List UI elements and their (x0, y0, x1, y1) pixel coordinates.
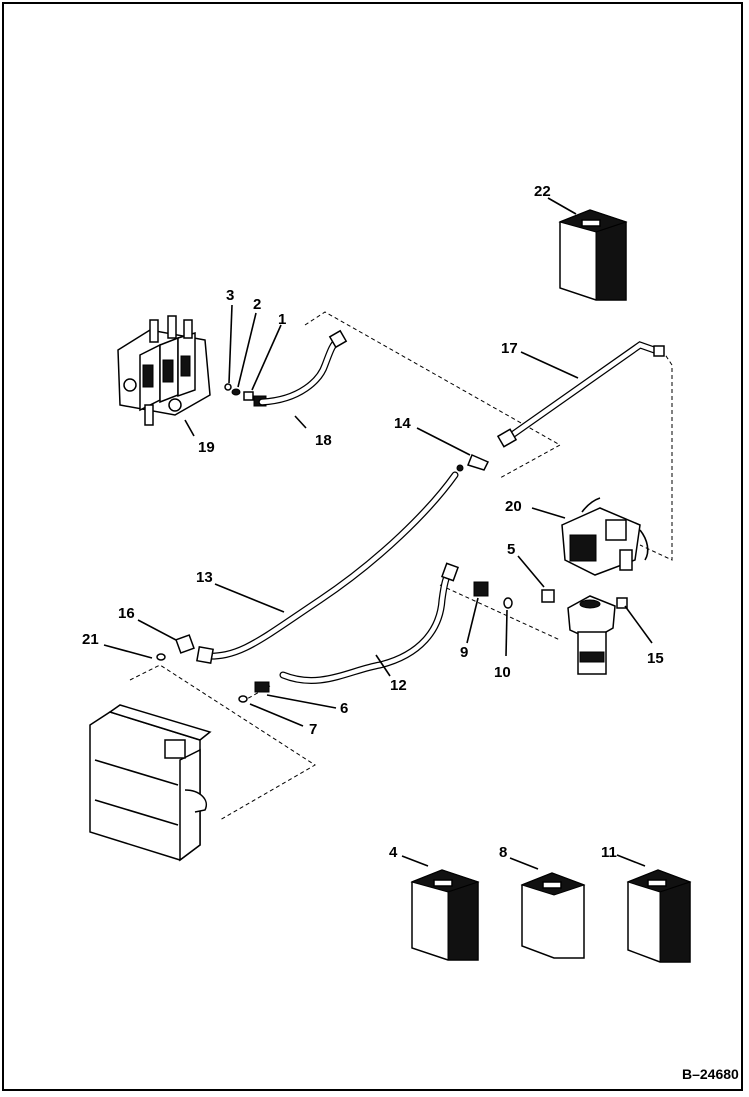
callout-8: 8 (499, 844, 507, 861)
callout-4: 4 (389, 844, 398, 861)
hose-12 (279, 562, 459, 684)
callout-13: 13 (196, 569, 213, 586)
hose-13 (196, 471, 459, 664)
callout-14: 14 (394, 415, 411, 432)
callout-22: 22 (534, 183, 551, 200)
callout-15: 15 (647, 650, 664, 667)
callout-5: 5 (507, 541, 515, 558)
tube-17 (496, 341, 665, 448)
filter-fittings (473, 581, 628, 609)
callout-labels: 1 2 3 4 5 6 7 8 9 10 11 12 13 14 15 16 1… (82, 183, 664, 861)
box-11 (626, 869, 692, 963)
callout-21: 21 (82, 631, 99, 648)
callout-9: 9 (460, 644, 468, 661)
callout-19: 19 (198, 439, 215, 456)
callout-2: 2 (253, 296, 261, 313)
box-22 (558, 209, 628, 301)
reference-number: B–24680 (682, 1066, 739, 1082)
callout-16: 16 (118, 605, 135, 622)
callout-1: 1 (278, 311, 286, 328)
callout-12: 12 (390, 677, 407, 694)
callout-10: 10 (494, 664, 511, 681)
callout-17: 17 (501, 340, 518, 357)
fitting-16 (156, 634, 195, 661)
fitting-14 (456, 454, 490, 472)
box-8 (520, 872, 586, 959)
dashed-assembly-lines (129, 311, 673, 821)
callout-11: 11 (601, 844, 617, 861)
box-4 (410, 869, 480, 961)
callout-7: 7 (309, 721, 317, 738)
leader-lines (103, 197, 653, 870)
fitting-6 (238, 681, 270, 703)
solenoid-valve (561, 497, 649, 576)
callout-18: 18 (315, 432, 332, 449)
callout-20: 20 (505, 498, 522, 515)
filter-assembly (567, 595, 616, 675)
callout-3: 3 (226, 287, 234, 304)
control-valve (117, 315, 211, 426)
callout-6: 6 (340, 700, 348, 717)
oil-cooler (89, 704, 212, 862)
hose-18 (258, 329, 348, 406)
